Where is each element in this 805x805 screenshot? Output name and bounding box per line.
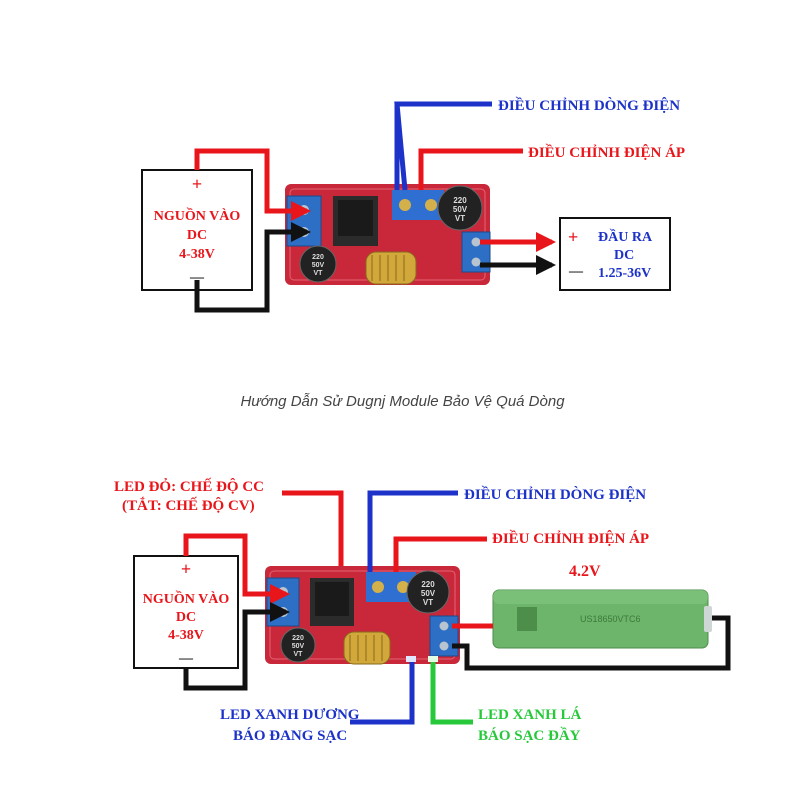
output-minus-1: — xyxy=(569,264,583,279)
wire-input-negative-1 xyxy=(194,222,311,313)
input-minus-1: — xyxy=(190,270,204,285)
wire-input-positive-2 xyxy=(183,533,290,604)
capacitor-big-1 xyxy=(437,185,483,231)
input-plus-2: + xyxy=(180,559,192,579)
pcb-module-1 xyxy=(285,184,491,285)
input-box-1 xyxy=(141,169,253,291)
wire-battery-negative xyxy=(452,615,731,671)
output-plus-1: + xyxy=(568,227,579,247)
input-terminal-1 xyxy=(286,195,322,247)
input-label-line1-1: NGUỒN VÀO xyxy=(153,209,241,224)
output-label-line1-1: ĐẦU RA xyxy=(598,230,653,245)
input-box-2 xyxy=(133,555,239,669)
capacitor-big-2 xyxy=(406,570,450,614)
wire-voltage-adjust-2 xyxy=(393,536,487,572)
wire-led-blue xyxy=(350,662,415,725)
label-led-green-line1: LED XANH LÁ xyxy=(478,707,582,723)
input-label-line3-1: 4-38V xyxy=(179,247,215,262)
input-plus-1: + xyxy=(191,174,203,194)
label-led-red-line2: (TẮT: CHẾ ĐỘ CV) xyxy=(122,498,255,514)
battery-18650: US18650VTC6 xyxy=(492,589,712,649)
wire-input-positive-1 xyxy=(194,148,311,221)
diagram-2: US18650VTC6 xyxy=(133,490,731,725)
output-label-line2-1: DC xyxy=(614,248,635,263)
output-label-line3-1: 1.25-36V xyxy=(598,266,652,281)
figure-caption: Hướng Dẫn Sử Dugnj Module Bảo Vệ Quá Dòn… xyxy=(240,393,565,410)
capacitor-small-2 xyxy=(280,627,316,663)
input-label-line2-1: DC xyxy=(186,228,208,243)
wire-led-green xyxy=(430,662,473,725)
wire-current-adjust-1 xyxy=(394,101,492,191)
input-minus-2: — xyxy=(179,651,193,666)
pcb-module-2 xyxy=(265,566,460,665)
capacitor-small-1 xyxy=(299,245,337,283)
wire-input-negative-2 xyxy=(183,602,290,691)
input-label-line2-2: DC xyxy=(175,610,197,625)
led-blue xyxy=(406,656,416,662)
inductor-2 xyxy=(343,631,391,665)
label-led-blue-line2: BÁO ĐANG SẠC xyxy=(233,728,348,744)
diagram-1 xyxy=(141,101,671,313)
input-terminal-2 xyxy=(266,577,300,627)
label-current-adjust-2: ĐIỀU CHỈNH DÒNG ĐIỆN xyxy=(464,487,647,503)
wire-led-red xyxy=(282,490,344,566)
battery-voltage-label: 4.2V xyxy=(569,563,601,580)
label-led-green-line2: BÁO SẠC ĐẦY xyxy=(478,728,581,744)
output-box-1 xyxy=(559,217,671,291)
input-label-line3-2: 4-38V xyxy=(168,628,204,643)
wire-current-adjust-2 xyxy=(367,490,458,572)
input-label-line1-2: NGUỒN VÀO xyxy=(142,592,230,607)
label-voltage-adjust-1: ĐIỀU CHỈNH ĐIỆN ÁP xyxy=(528,145,686,161)
label-led-blue-line1: LED XANH DƯƠNG xyxy=(220,707,360,723)
wire-voltage-adjust-1 xyxy=(418,148,523,190)
svg-text:US18650VTC6: US18650VTC6 xyxy=(580,614,641,624)
led-green xyxy=(428,656,438,662)
label-led-red-line1: LED ĐỎ: CHẾ ĐỘ CC xyxy=(114,479,265,495)
label-current-adjust-1: ĐIỀU CHỈNH DÒNG ĐIỆN xyxy=(498,98,681,114)
label-voltage-adjust-2: ĐIỀU CHỈNH ĐIỆN ÁP xyxy=(492,531,650,547)
inductor-1 xyxy=(365,251,417,285)
